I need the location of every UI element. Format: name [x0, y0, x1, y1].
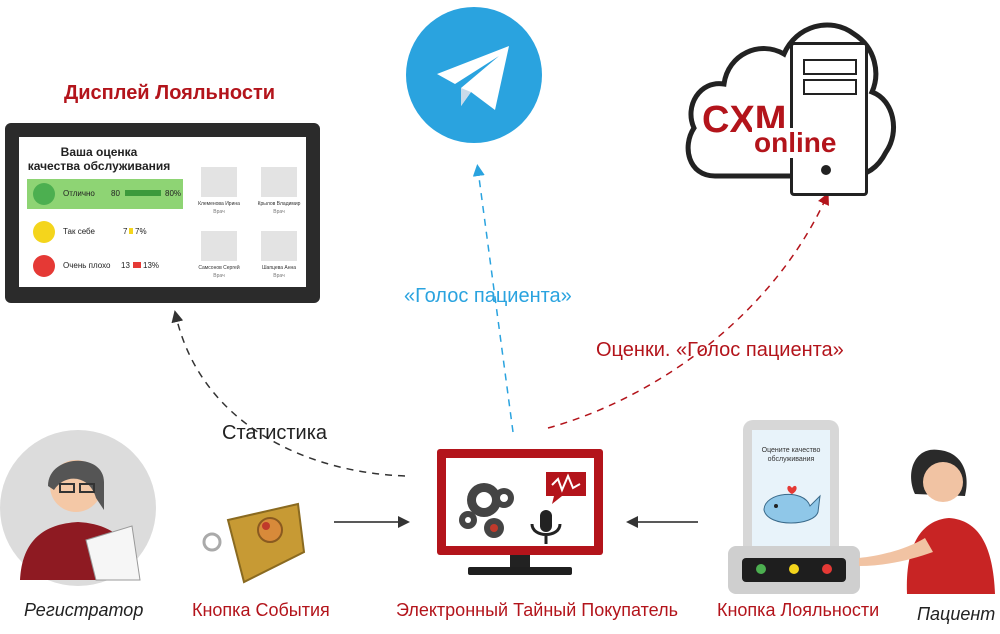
score-percent: 80% — [165, 189, 182, 198]
patient-icon — [859, 449, 995, 594]
cloud-server-box — [790, 42, 868, 196]
server-slot — [803, 79, 857, 95]
kiosk-screen: Оцените качество обслуживания — [752, 430, 830, 548]
doctor-name: Шапцева Анна — [261, 265, 297, 271]
doctor-role: Врач — [213, 273, 225, 279]
monitor-stand-base — [468, 567, 572, 575]
registrar-avatar-icon — [0, 430, 156, 586]
happy-face-icon — [33, 183, 55, 205]
doctor-name: Крылов Владимир — [257, 201, 301, 207]
display-title-line2: качества обслуживания — [27, 159, 171, 173]
patient-label: Пациент — [917, 604, 996, 624]
doctor-photo — [261, 231, 297, 261]
cxm-logo-line2: online — [752, 127, 839, 158]
score-bar — [129, 228, 133, 234]
statistics-label: Статистика — [222, 422, 328, 444]
bad-rating-button[interactable] — [822, 564, 832, 574]
score-row-bad: Очень плохо 13 13% — [27, 251, 183, 281]
kiosk-button-panel — [742, 558, 846, 582]
mystery-shopper-screen — [446, 458, 594, 546]
score-bar — [125, 190, 161, 196]
average-rating-button[interactable] — [789, 564, 799, 574]
event-button-label: Кнопка События — [192, 600, 330, 620]
doctor-photo — [261, 167, 297, 197]
telegram-icon — [406, 7, 542, 143]
score-percent: 13% — [143, 261, 160, 270]
loyalty-button-kiosk: Оцените качество обслуживания — [743, 420, 839, 558]
score-percent: 7% — [135, 227, 147, 236]
kiosk-prompt-line2: обслуживания — [767, 456, 815, 463]
score-bar — [133, 262, 141, 268]
doctor-card: Клеменова Ирина Врач — [189, 159, 249, 219]
ratings-voice-label: Оценки. «Голос пациента» — [596, 339, 844, 361]
kiosk-base — [728, 546, 860, 594]
doctor-card: Самсонов Сергей Врач — [189, 223, 249, 283]
doctor-role: Врач — [273, 273, 285, 279]
telegram-arrow — [472, 164, 514, 433]
server-led — [821, 165, 831, 175]
cxm-arrow — [547, 192, 829, 429]
score-count: 13 — [121, 261, 130, 270]
display-screen: Ваша оценка качества обслуживания Отличн… — [19, 137, 306, 287]
whale-icon — [763, 485, 821, 524]
gears-icon — [459, 483, 514, 538]
score-row-average: Так себе 7 7% — [27, 217, 183, 247]
score-name: Очень плохо — [63, 261, 111, 270]
speech-bubble-icon — [546, 472, 586, 504]
microphone-icon — [530, 510, 562, 544]
doctor-card: Крылов Владимир Врач — [249, 159, 309, 219]
display-title: Дисплей Лояльности — [64, 82, 276, 104]
statistics-arrow — [171, 310, 406, 477]
score-count: 80 — [111, 189, 120, 198]
doctor-name: Самсонов Сергей — [198, 265, 240, 271]
mystery-shopper-label: Электронный Тайный Покупатель — [396, 600, 678, 620]
score-name: Так себе — [63, 227, 95, 236]
score-count: 7 — [123, 227, 128, 236]
display-title-line1: Ваша оценка — [60, 145, 138, 159]
mystery-shopper-monitor — [437, 449, 603, 555]
doctor-name: Клеменова Ирина — [198, 201, 240, 207]
doctor-photo — [201, 231, 237, 261]
doctor-role: Врач — [273, 209, 285, 215]
display-score-title: Ваша оценка качества обслуживания — [19, 145, 179, 173]
doctor-role: Врач — [213, 209, 225, 215]
doctor-card: Шапцева Анна Врач — [249, 223, 309, 283]
loyalty-display: Ваша оценка качества обслуживания Отличн… — [5, 123, 320, 303]
loyalty-button-label: Кнопка Лояльности — [717, 600, 880, 620]
telegram-voice-label: «Голос пациента» — [404, 285, 572, 307]
doctor-photo — [201, 167, 237, 197]
monitor-stand-neck — [510, 555, 530, 569]
neutral-face-icon — [33, 221, 55, 243]
kiosk-prompt-line1: Оцените качество — [761, 447, 821, 454]
score-name: Отлично — [63, 189, 95, 198]
sad-face-icon — [33, 255, 55, 277]
good-rating-button[interactable] — [756, 564, 766, 574]
kiosk-prompt: Оцените качество обслуживания — [752, 446, 830, 464]
score-row-excellent: Отлично 80 80% — [27, 179, 183, 209]
server-slot — [803, 59, 857, 75]
key-fob-icon — [202, 502, 306, 584]
registrar-label: Регистратор — [24, 600, 144, 620]
